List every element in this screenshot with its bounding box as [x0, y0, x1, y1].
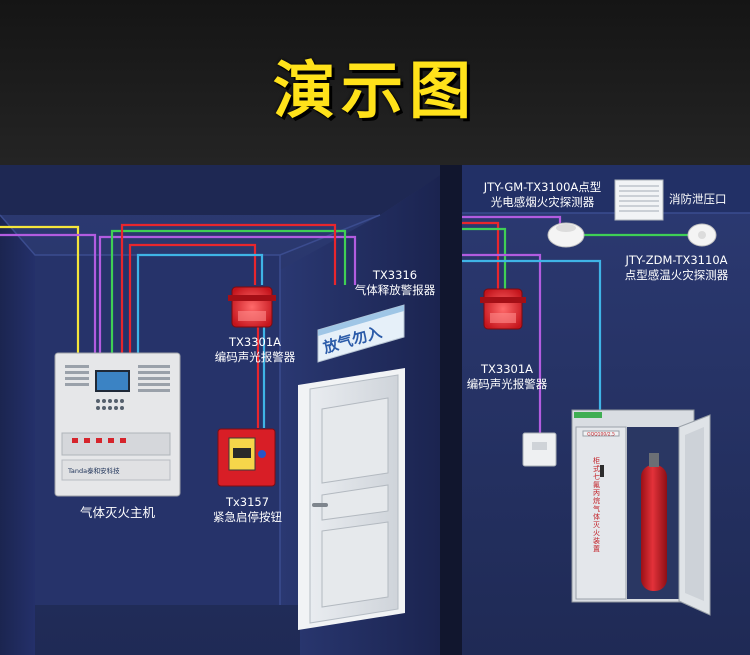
estop-led: [258, 450, 266, 458]
page-title: 演示图: [272, 54, 477, 127]
wire-purple-2: [98, 235, 357, 355]
controller-keypad: [61, 432, 171, 456]
stop-button-model: Tx3157: [225, 495, 270, 509]
door-panel-mid: [321, 484, 389, 521]
stop-button-name: 紧急启停按钮: [213, 510, 282, 524]
cabinet-plate-text: GQQ100/2.5: [587, 432, 615, 438]
door-handle: [312, 503, 328, 507]
smoke-detector: [547, 222, 585, 248]
smoke-detector-top: [556, 224, 576, 232]
fire-controller: Tanda泰和安科技: [54, 352, 181, 497]
scene: Tanda泰和安科技 放气勿入: [0, 165, 750, 655]
emergency-stop-button: [217, 428, 276, 487]
sign-plate: [317, 304, 405, 363]
controller-label: 气体灭火主机: [79, 505, 155, 520]
heat-detector: [687, 223, 717, 247]
tank-valve: [649, 453, 659, 467]
wall-module: [522, 432, 557, 467]
smoke-detector-name: 光电感烟火灾探测器: [490, 195, 595, 209]
wall-module-window: [532, 442, 547, 450]
cabinet-open-door-inner: [685, 427, 704, 601]
left-alarm-name: 编码声光报警器: [214, 350, 296, 364]
release-alarm-model: TX3316: [372, 268, 418, 282]
estop-window: [233, 448, 251, 458]
right-strobe-lens: [490, 313, 516, 323]
pressure-vent: [614, 179, 664, 221]
heat-detector-name: 点型感温火灾探测器: [624, 268, 729, 282]
cabinet-plate: [582, 430, 620, 437]
controller-brand: Tanda泰和安科技: [67, 466, 120, 475]
controller-brand-plate: [61, 459, 171, 481]
heat-detector-label: JTY-ZDM-TX3110A 点型感温火灾探测器: [614, 253, 739, 283]
left-strobe-alarm: [228, 286, 276, 328]
heat-detector-center: [698, 231, 706, 239]
cabinet-lock: [600, 465, 604, 477]
wire-cyan-alarm: [136, 253, 264, 355]
door-panel-top: [321, 397, 389, 484]
wire-r-cyan: [462, 259, 602, 415]
controller-screen-glow: [97, 372, 128, 390]
cabinet-left-door: [575, 426, 627, 600]
wire-r-purple-2: [462, 253, 542, 433]
left-ceiling: [0, 165, 440, 215]
right-alarm-name: 编码声光报警器: [466, 377, 548, 391]
smoke-detector-label: JTY-GM-TX3100A点型 光电感烟火灾探测器: [470, 180, 615, 210]
left-alarm-model: TX3301A: [228, 335, 282, 349]
right-alarm-label: TX3301A 编码声光报警器: [452, 362, 562, 392]
wire-r-green: [462, 227, 507, 290]
gas-release-sign: 放气勿入: [317, 304, 405, 363]
right-strobe-band: [480, 297, 526, 303]
right-alarm-model: TX3301A: [480, 362, 534, 376]
smoke-detector-model: JTY-GM-TX3100A点型: [483, 180, 602, 194]
right-strobe-alarm: [480, 288, 526, 330]
left-strobe-lens: [238, 311, 266, 321]
left-alarm-label: TX3301A 编码声光报警器: [195, 335, 315, 365]
wire-r-red: [462, 221, 500, 290]
stop-button-label: Tx3157 紧急启停按钮: [195, 495, 300, 525]
release-alarm-label: TX3316 气体释放警报器: [335, 268, 455, 298]
right-wires: [462, 215, 700, 575]
cabinet-label: 柜式七氟丙烷气体灭火装置: [593, 457, 600, 553]
room-divider: [440, 165, 462, 655]
wire-red-alarm: [128, 243, 257, 355]
wire-purple-1: [0, 233, 97, 355]
left-wires: [0, 223, 357, 428]
wire-red: [120, 223, 337, 355]
left-side-wall: [0, 215, 35, 655]
title-banner: 演示图: [0, 0, 750, 165]
vent-frame: [614, 179, 664, 221]
right-ceiling: [462, 165, 750, 213]
wire-yellow: [0, 225, 80, 355]
scene-svg: Tanda泰和安科技 放气勿入: [0, 165, 750, 655]
pressure-vent-label: 消防泄压口: [669, 192, 727, 206]
wire-green: [110, 229, 347, 355]
sign-top-light: [318, 305, 404, 336]
cabinet-green-tag: [574, 412, 602, 418]
door: [298, 368, 405, 630]
gas-cabinet: GQQ100/2.5: [571, 409, 711, 616]
release-alarm-name: 气体释放警报器: [354, 283, 436, 297]
gas-tank: [641, 465, 667, 591]
heat-detector-model: JTY-ZDM-TX3110A: [625, 253, 728, 267]
door-panel-bottom: [321, 521, 389, 608]
left-strobe-band: [228, 295, 276, 301]
